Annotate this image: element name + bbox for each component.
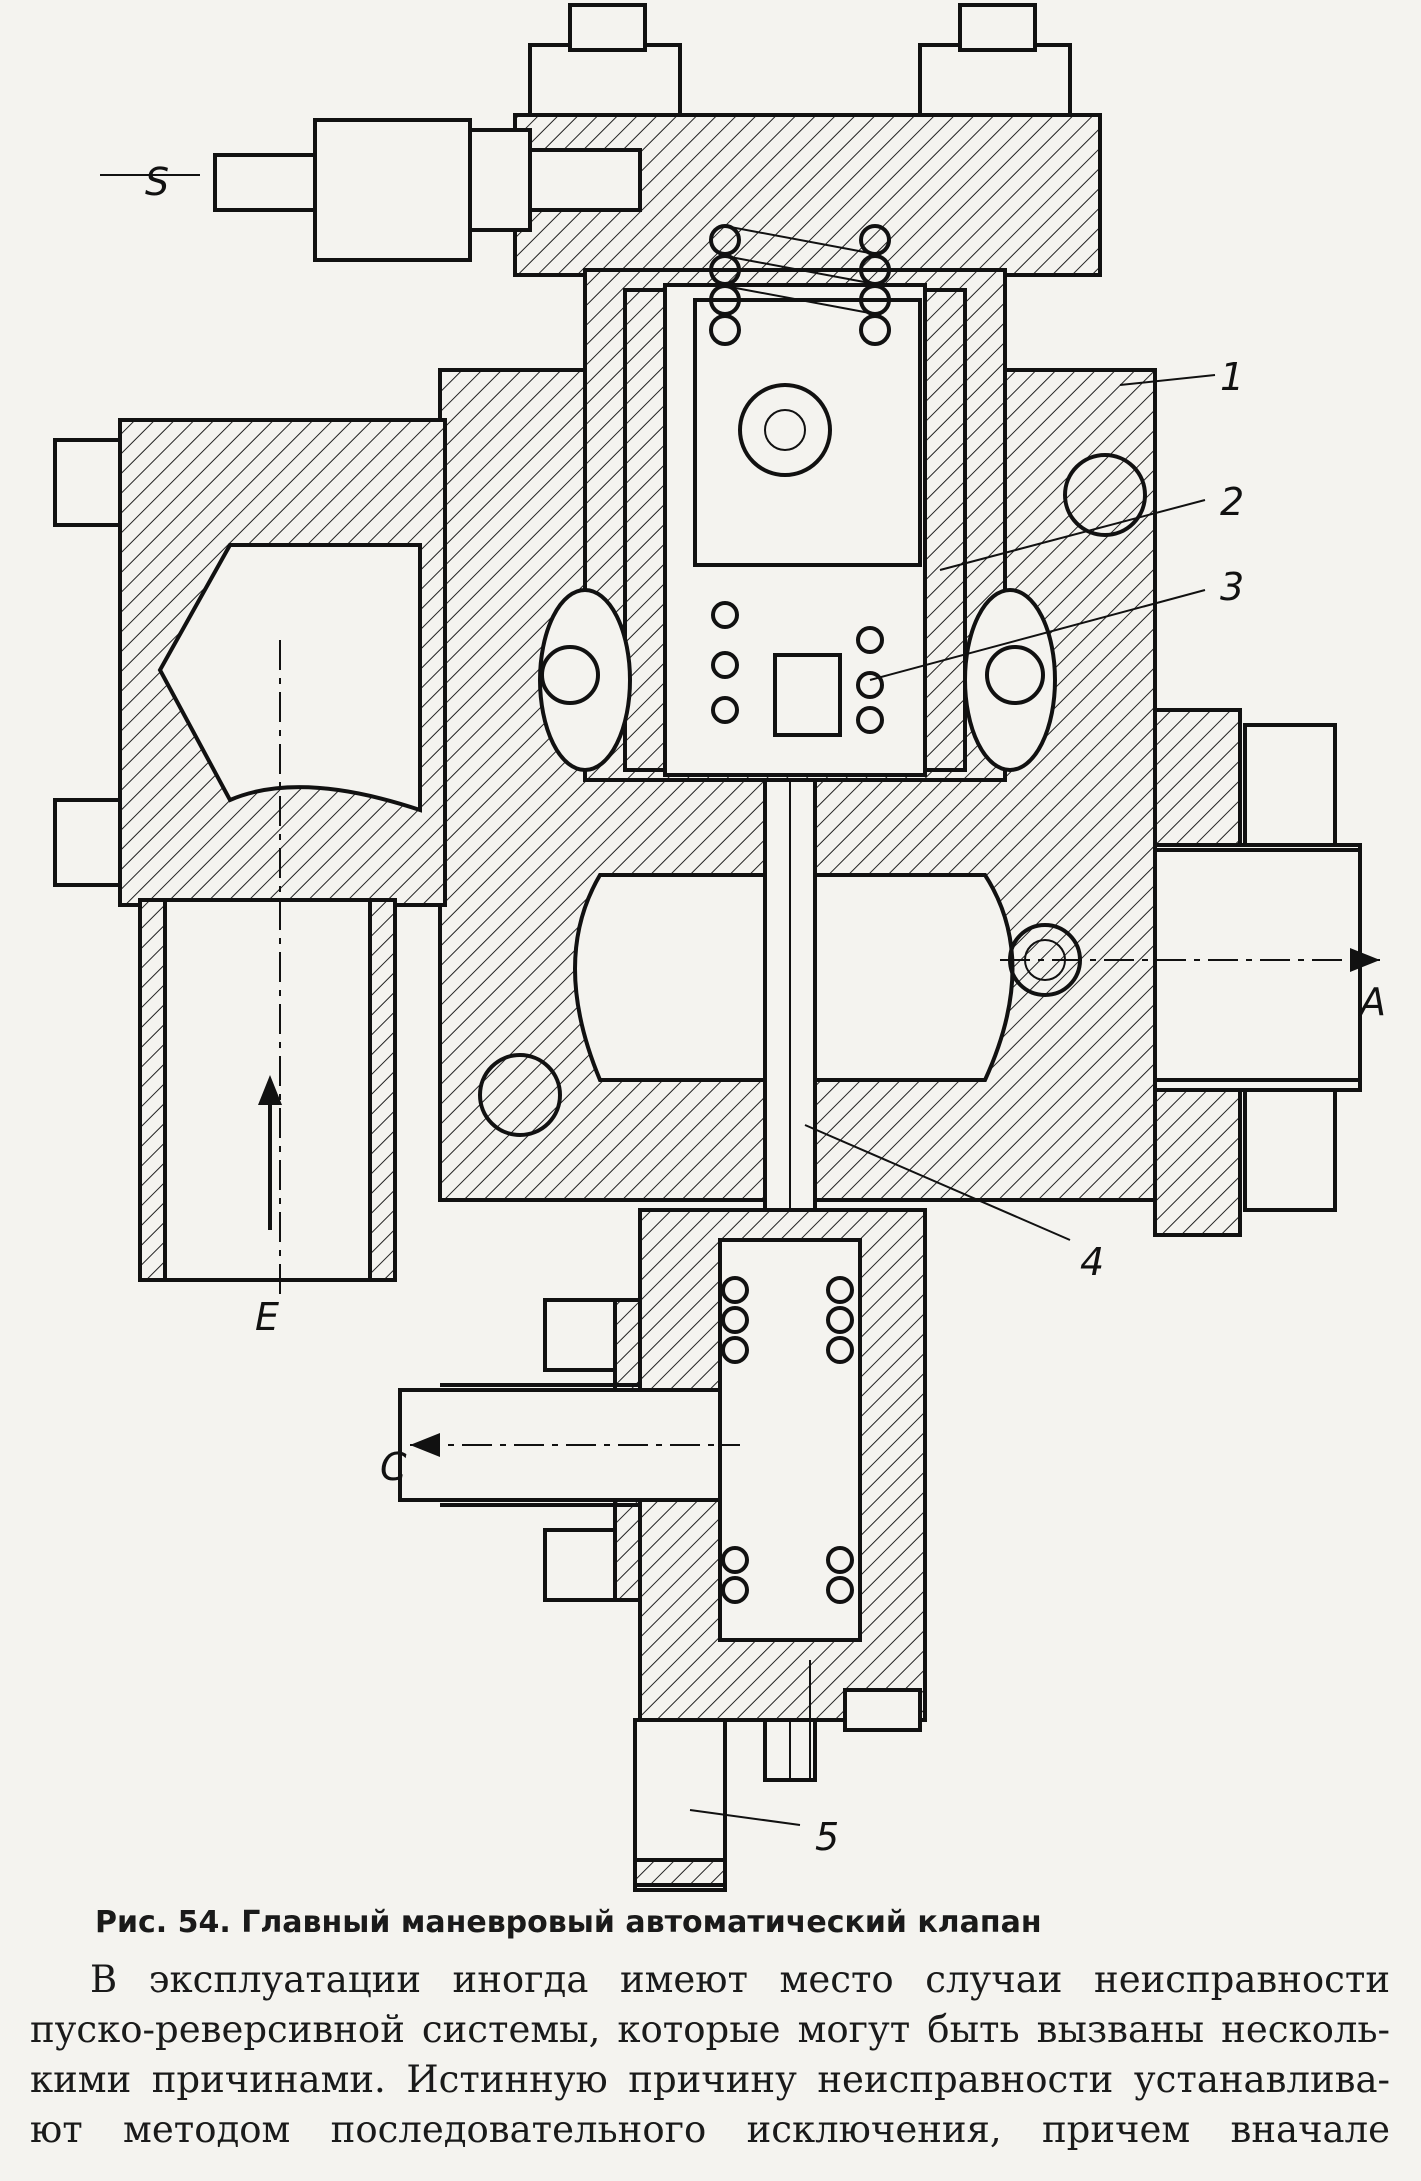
valve-drawing: S E A C 1 2 3 4 5 <box>53 3 1386 1892</box>
leader-lines <box>100 174 1216 1826</box>
label-3: 3 <box>1220 565 1244 609</box>
top-spring <box>709 224 891 346</box>
lower-housing <box>398 1208 927 1892</box>
paragraph-line: пуско-реверсивной системы, которые могут… <box>30 2008 1390 2051</box>
label-c: C <box>380 1445 407 1489</box>
label-1: 1 <box>1220 355 1244 399</box>
figure-caption: Рис. 54. Главный маневровый автоматическ… <box>95 1905 1042 1940</box>
left-elbow <box>53 418 447 1300</box>
right-outlet <box>1000 708 1380 1237</box>
paragraph-line: В эксплуатации иногда имеют место случаи… <box>90 1958 1390 2001</box>
top-cover <box>213 3 1102 277</box>
paragraph-line: кими причинами. Истинную причину неиспра… <box>30 2058 1390 2101</box>
paragraph-line: ют методом последовательного исключения,… <box>30 2108 1390 2151</box>
label-a: A <box>1357 980 1386 1024</box>
label-5: 5 <box>815 1815 839 1859</box>
lower-spring <box>721 1276 854 1604</box>
label-4: 4 <box>1080 1240 1104 1284</box>
label-e: E <box>255 1295 279 1339</box>
body-paragraph: В эксплуатации иногда имеют место случаи… <box>30 1955 1390 2155</box>
valve-body <box>438 224 1157 1782</box>
label-2: 2 <box>1220 480 1244 524</box>
label-s: S <box>145 160 169 204</box>
